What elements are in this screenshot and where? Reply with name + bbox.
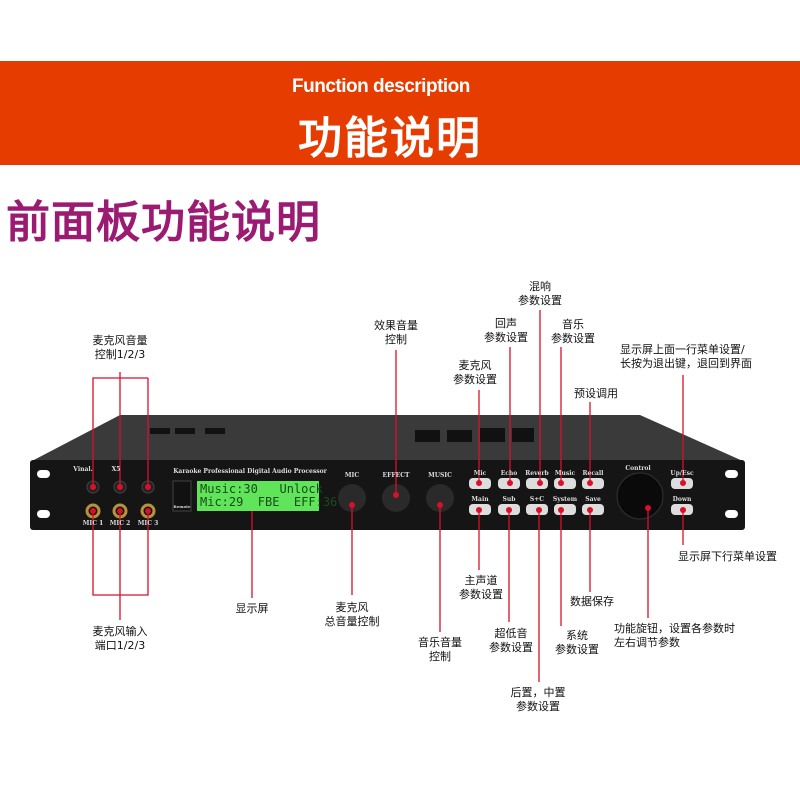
lcd-line-1: Music:30 Unlock xyxy=(200,482,323,496)
label-sub-params: 超低音 参数设置 xyxy=(489,627,533,654)
tagline: Karaoke Professional Digital Audio Proce… xyxy=(173,468,327,475)
music-knob xyxy=(426,484,454,512)
lcd-line-2: Mic:29 FBE EFF:36 xyxy=(200,495,338,509)
jack-label: MIC 3 xyxy=(137,520,159,527)
control-knob xyxy=(616,472,664,520)
label-down: 显示屏下行菜单设置 xyxy=(678,550,777,563)
button-echo[interactable]: Echo xyxy=(500,470,518,477)
remote-label: Remote xyxy=(173,504,191,509)
button-recall[interactable]: Recall xyxy=(582,470,604,477)
label-music-params: 音乐 参数设置 xyxy=(551,318,595,345)
annotation-lines xyxy=(92,310,684,682)
button-reverb[interactable]: Reverb xyxy=(525,470,549,477)
button-mic[interactable]: Mic xyxy=(473,470,487,477)
button-main[interactable]: Main xyxy=(471,496,489,503)
label-control-knob: 功能旋钮，设置各参数时 左右调节参数 xyxy=(614,622,735,649)
section-title: 前面板功能说明 xyxy=(6,197,321,248)
button-up-esc[interactable]: Up/Esc xyxy=(670,470,694,477)
knob-label-music: MUSIC xyxy=(428,472,452,479)
label-echo-params: 回声 参数设置 xyxy=(484,317,528,344)
label-effect-volume: 效果音量 控制 xyxy=(374,319,418,346)
header-band xyxy=(0,61,800,165)
knob-label-mic: MIC xyxy=(344,472,360,479)
button-music[interactable]: Music xyxy=(554,470,576,477)
model-label: X5 xyxy=(111,466,121,473)
label-mic-input: 麦克风输入 端口1/2/3 xyxy=(92,625,148,652)
label-sc-params: 后置，中置 参数设置 xyxy=(510,686,566,713)
chassis-top xyxy=(30,415,745,462)
vents xyxy=(150,428,534,442)
jack-label: MIC 1 xyxy=(82,520,104,527)
annotation-dots xyxy=(90,480,686,514)
mic-knob xyxy=(338,484,366,512)
label-reverb-params: 混响 参数设置 xyxy=(518,280,562,307)
button-system[interactable]: System xyxy=(552,496,578,503)
label-mic-volume: 麦克风音量 控制1/2/3 xyxy=(92,334,148,361)
label-save: 数据保存 xyxy=(570,595,614,608)
label-display: 显示屏 xyxy=(235,602,269,615)
label-mic-master: 麦克风 总音量控制 xyxy=(324,601,380,628)
button-down[interactable]: Down xyxy=(672,496,692,503)
brand-label: Vinal. xyxy=(73,466,93,473)
label-music-volume: 音乐音量 控制 xyxy=(418,636,462,663)
label-preset-recall: 预设调用 xyxy=(574,387,618,400)
button-save[interactable]: Save xyxy=(585,496,601,503)
header-title-zh: 功能说明 xyxy=(298,113,482,164)
label-main-params: 主声道 参数设置 xyxy=(459,574,503,601)
control-label: Control xyxy=(625,465,651,472)
remote-receiver xyxy=(172,480,192,512)
label-system-params: 系统 参数设置 xyxy=(555,629,599,656)
label-up-esc: 显示屏上面一行菜单设置/ 长按为退出键，退回到界面 xyxy=(620,343,752,370)
button-sub[interactable]: Sub xyxy=(502,496,516,503)
jack-label: MIC 2 xyxy=(109,520,131,527)
knob-label-effect: EFFECT xyxy=(382,472,410,479)
label-mic-params: 麦克风 参数设置 xyxy=(453,359,497,386)
button-sc[interactable]: S+C xyxy=(529,496,545,503)
header-title-en: Function description xyxy=(292,76,470,97)
